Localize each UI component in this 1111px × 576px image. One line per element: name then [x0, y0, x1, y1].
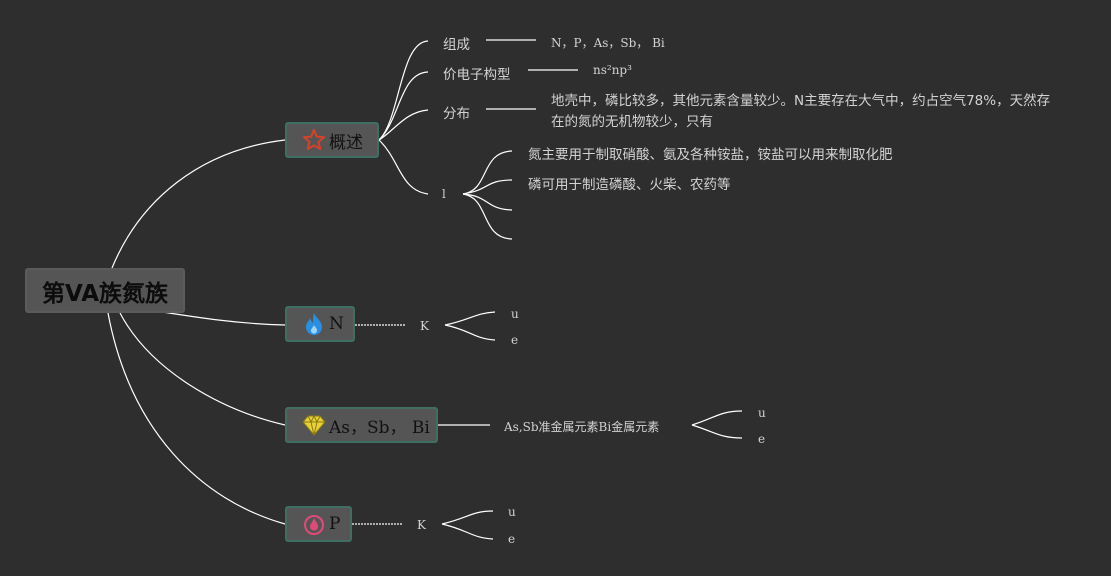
link-root-p	[107, 312, 286, 525]
link-aschild-e	[691, 424, 743, 439]
as-leaf-e[interactable]: e	[758, 432, 766, 446]
link-nk-e	[444, 324, 496, 341]
link-uses-3	[462, 193, 513, 211]
as-leaf-u[interactable]: u	[758, 406, 766, 420]
composition-label[interactable]: 组成	[443, 37, 470, 53]
n-leaf-u[interactable]: u	[511, 307, 519, 321]
distribution-label[interactable]: 分布	[443, 106, 470, 122]
distribution-value[interactable]: 地壳中，磷比较多，其他元素含量较少。N主要存在大气中，约占空气78%，天然存在的…	[551, 93, 1051, 130]
p-label: P	[329, 514, 341, 534]
n-node[interactable]: N	[285, 306, 355, 342]
link-ov-dist	[378, 109, 429, 141]
as-child-text[interactable]: As,Sb准金属元素Bi金属元素	[504, 420, 660, 434]
electron-config-label[interactable]: 价电子构型	[443, 67, 511, 83]
link-pk-e	[441, 523, 494, 540]
n-label: N	[329, 314, 344, 334]
as-sb-bi-node[interactable]: As，Sb， Bi	[285, 407, 438, 443]
uses-item[interactable]: 磷可用于制造磷酸、火柴、农药等	[528, 177, 731, 193]
link-nk-u	[444, 311, 496, 326]
overview-node[interactable]: 概述	[285, 122, 379, 158]
composition-value[interactable]: N，P，As，Sb， Bi	[551, 36, 665, 50]
flame-icon	[301, 311, 327, 337]
link-pk-u	[441, 510, 494, 525]
link-uses-4	[462, 193, 513, 240]
link-uses-2	[462, 179, 513, 195]
p-leaf-e[interactable]: e	[508, 532, 516, 546]
n-leaf-e[interactable]: e	[511, 333, 519, 347]
root-node[interactable]: 第VA族氮族	[25, 268, 185, 313]
link-aschild-u	[691, 410, 743, 426]
uses-label[interactable]: l	[442, 187, 446, 201]
star-icon	[301, 127, 327, 153]
root-title: 第VA族氮族	[41, 280, 169, 307]
p-child-k[interactable]: K	[417, 518, 426, 532]
fire-badge-icon	[301, 511, 327, 537]
diamond-icon	[301, 412, 327, 438]
link-ov-elec	[378, 71, 429, 141]
p-leaf-u[interactable]: u	[508, 505, 516, 519]
as-sb-bi-label: As，Sb， Bi	[329, 417, 430, 438]
electron-config-value[interactable]: ns²np³	[593, 63, 632, 77]
link-root-overview	[111, 139, 286, 269]
link-uses-1	[462, 150, 513, 195]
link-root-as	[119, 312, 286, 426]
p-node[interactable]: P	[285, 506, 352, 542]
link-ov-uses	[378, 139, 429, 195]
link-ov-comp	[378, 40, 429, 141]
n-child-k[interactable]: K	[420, 319, 429, 333]
overview-label: 概述	[329, 132, 363, 153]
uses-item[interactable]: 氮主要用于制取硝酸、氨及各种铵盐，铵盐可以用来制取化肥	[528, 147, 893, 163]
